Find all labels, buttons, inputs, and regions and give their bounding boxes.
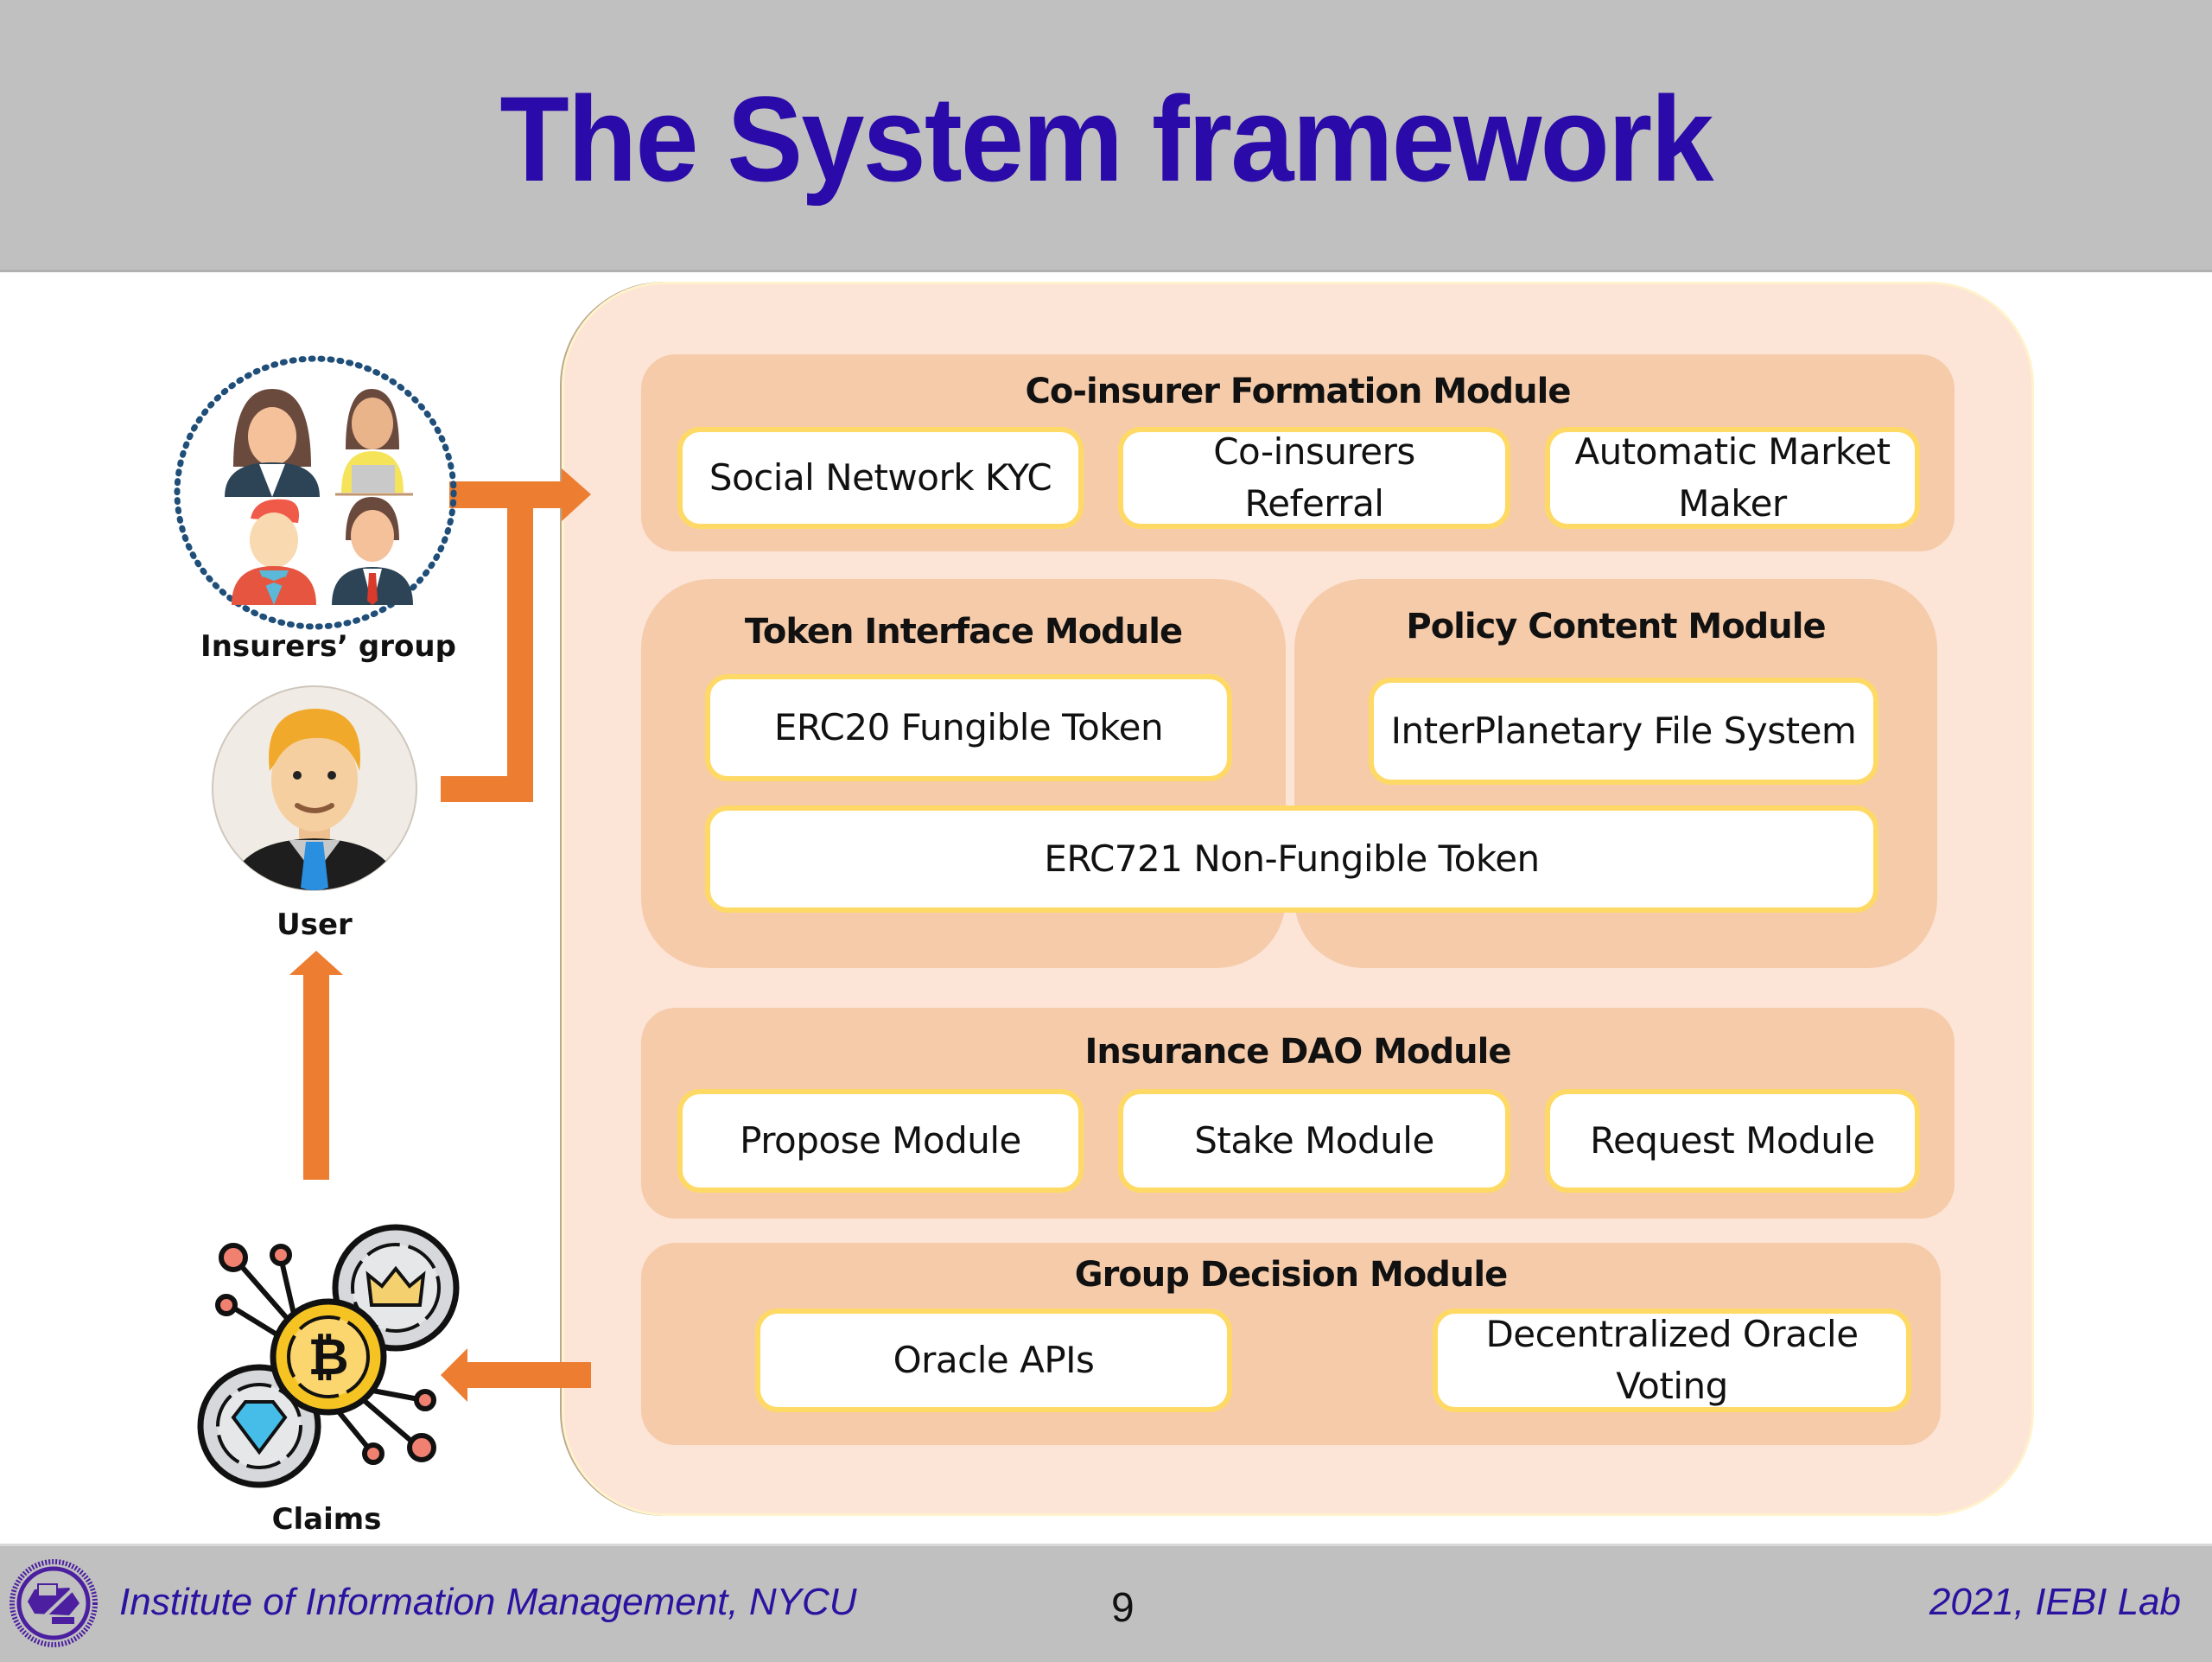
person-woman-icon <box>225 389 320 497</box>
box-label: Automatic Market Maker <box>1574 430 1891 525</box>
svg-text:₿: ₿ <box>308 1328 348 1386</box>
people-group-icon <box>174 355 457 630</box>
module-title: Group Decision Module <box>1074 1255 1508 1295</box>
page-number: 9 <box>1111 1585 1135 1631</box>
person-man-suit-icon <box>332 497 413 605</box>
request-module-box: Request Module <box>1545 1089 1920 1193</box>
erc721-non-fungible-token-box: ERC721 Non-Fungible Token <box>705 806 1878 913</box>
arrow-claims-to-user <box>289 951 343 1180</box>
university-seal-icon <box>10 1559 98 1647</box>
module-title: Policy Content Module <box>1406 607 1826 646</box>
arrow-to-system <box>441 468 591 802</box>
decentralized-oracle-voting-box: Decentralized Oracle Voting <box>1433 1309 1911 1412</box>
box-label: Decentralized Oracle Voting <box>1485 1313 1859 1407</box>
person-man-bowtie-icon <box>232 499 316 605</box>
slide-title: The System framework <box>499 71 1713 207</box>
co-insurers-referral-box: Co-insurers Referral <box>1118 427 1510 529</box>
module-title: Token Interface Module <box>744 612 1183 652</box>
arrow-system-to-claims <box>441 1348 591 1402</box>
crypto-coins-network-icon: ₿ <box>197 1224 460 1488</box>
erc20-fungible-token-box: ERC20 Fungible Token <box>705 674 1232 781</box>
footer-institute-text: Institute of Information Management, NYC… <box>119 1581 857 1623</box>
box-label: Co-insurers Referral <box>1213 430 1415 525</box>
stake-module-box: Stake Module <box>1118 1089 1510 1193</box>
social-network-kyc-box: Social Network KYC <box>677 427 1084 529</box>
module-title: Co-insurer Formation Module <box>1025 372 1572 411</box>
user-label: User <box>276 907 353 942</box>
module-title: Insurance DAO Module <box>1084 1032 1512 1072</box>
insurers-group-label: Insurers’ group <box>200 629 456 664</box>
slide-header: The System framework <box>0 0 2212 272</box>
interplanetary-file-system-box: InterPlanetary File System <box>1369 678 1878 785</box>
claims-label: Claims <box>271 1502 382 1537</box>
automatic-market-maker-box: Automatic Market Maker <box>1545 427 1920 529</box>
person-laptop-icon <box>335 389 413 496</box>
businessman-avatar-icon <box>212 685 417 891</box>
propose-module-box: Propose Module <box>677 1089 1084 1193</box>
footer-lab-text: 2021, IEBI Lab <box>1929 1581 2181 1623</box>
oracle-apis-box: Oracle APIs <box>755 1309 1232 1412</box>
slide-footer: Institute of Information Management, NYC… <box>0 1544 2212 1662</box>
